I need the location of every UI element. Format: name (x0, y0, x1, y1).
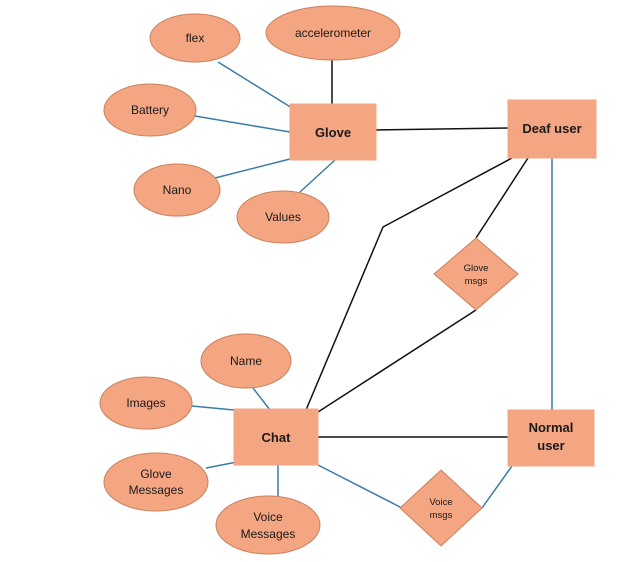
attribute-accelerometer-label: accelerometer (295, 26, 371, 40)
attribute-glove-messages-label-1: Glove (140, 467, 172, 481)
edge-glovemsgs-chat (317, 309, 477, 413)
entity-normal-user: Normal user (507, 409, 595, 467)
edge-battery-glove (194, 115, 291, 133)
attribute-name: Name (200, 333, 292, 389)
edge-name-chat (252, 387, 271, 411)
edge-deaf-chat (305, 157, 513, 411)
attribute-images-label: Images (126, 396, 165, 410)
entity-chat: Chat (233, 408, 319, 466)
entity-deaf-user-label: Deaf user (522, 121, 581, 136)
relationship-voice-msgs-label-2: msgs (430, 510, 453, 521)
attribute-name-label: Name (230, 354, 262, 368)
attribute-values-label: Values (265, 210, 301, 224)
entity-normal-user-label-1: Normal (529, 420, 574, 435)
edge-nano-glove (214, 157, 295, 179)
attribute-values: Values (236, 190, 330, 244)
relationship-glove-msgs-label-2: msgs (465, 276, 488, 287)
edge-glove-deaf (375, 127, 509, 131)
relationship-voice-msgs-label-1: Voice (429, 497, 452, 508)
attribute-flex: flex (149, 13, 241, 63)
attribute-voice-messages-label-2: Messages (241, 527, 296, 541)
entity-normal-user-label-2: user (537, 438, 564, 453)
attribute-images: Images (99, 376, 193, 430)
relationship-edges (305, 127, 529, 438)
relationship-glove-msgs-label-1: Glove (464, 263, 489, 274)
attribute-accelerometer: accelerometer (265, 5, 401, 61)
attribute-voice-messages: Voice Messages (215, 495, 321, 555)
edge-values-glove (299, 159, 336, 193)
entity-glove: Glove (289, 103, 377, 161)
relationship-voice-msgs: Voice msgs (399, 469, 483, 547)
entity-chat-label: Chat (262, 430, 292, 445)
edge-flex-glove (217, 61, 293, 109)
attribute-battery: Battery (103, 83, 197, 137)
edge-deaf-glovemsgs (475, 157, 529, 239)
attribute-nano-label: Nano (163, 183, 192, 197)
entity-deaf-user: Deaf user (507, 99, 597, 159)
relationship-glove-msgs: Glove msgs (433, 237, 519, 311)
edge-chat-voicemsgs (317, 464, 403, 509)
attribute-nano: Nano (133, 163, 221, 217)
attribute-edges (191, 60, 553, 509)
attribute-glove-messages-label-2: Messages (129, 483, 184, 497)
attribute-flex-label: flex (186, 31, 205, 45)
edge-glovemsgs-chat (205, 461, 238, 469)
edge-images-chat (191, 405, 235, 411)
entity-glove-label: Glove (315, 125, 351, 140)
attribute-glove-messages: Glove Messages (103, 452, 209, 512)
edge-voicemsgs-normal (481, 465, 513, 509)
attribute-battery-label: Battery (131, 103, 169, 117)
attribute-voice-messages-label-1: Voice (253, 510, 283, 524)
